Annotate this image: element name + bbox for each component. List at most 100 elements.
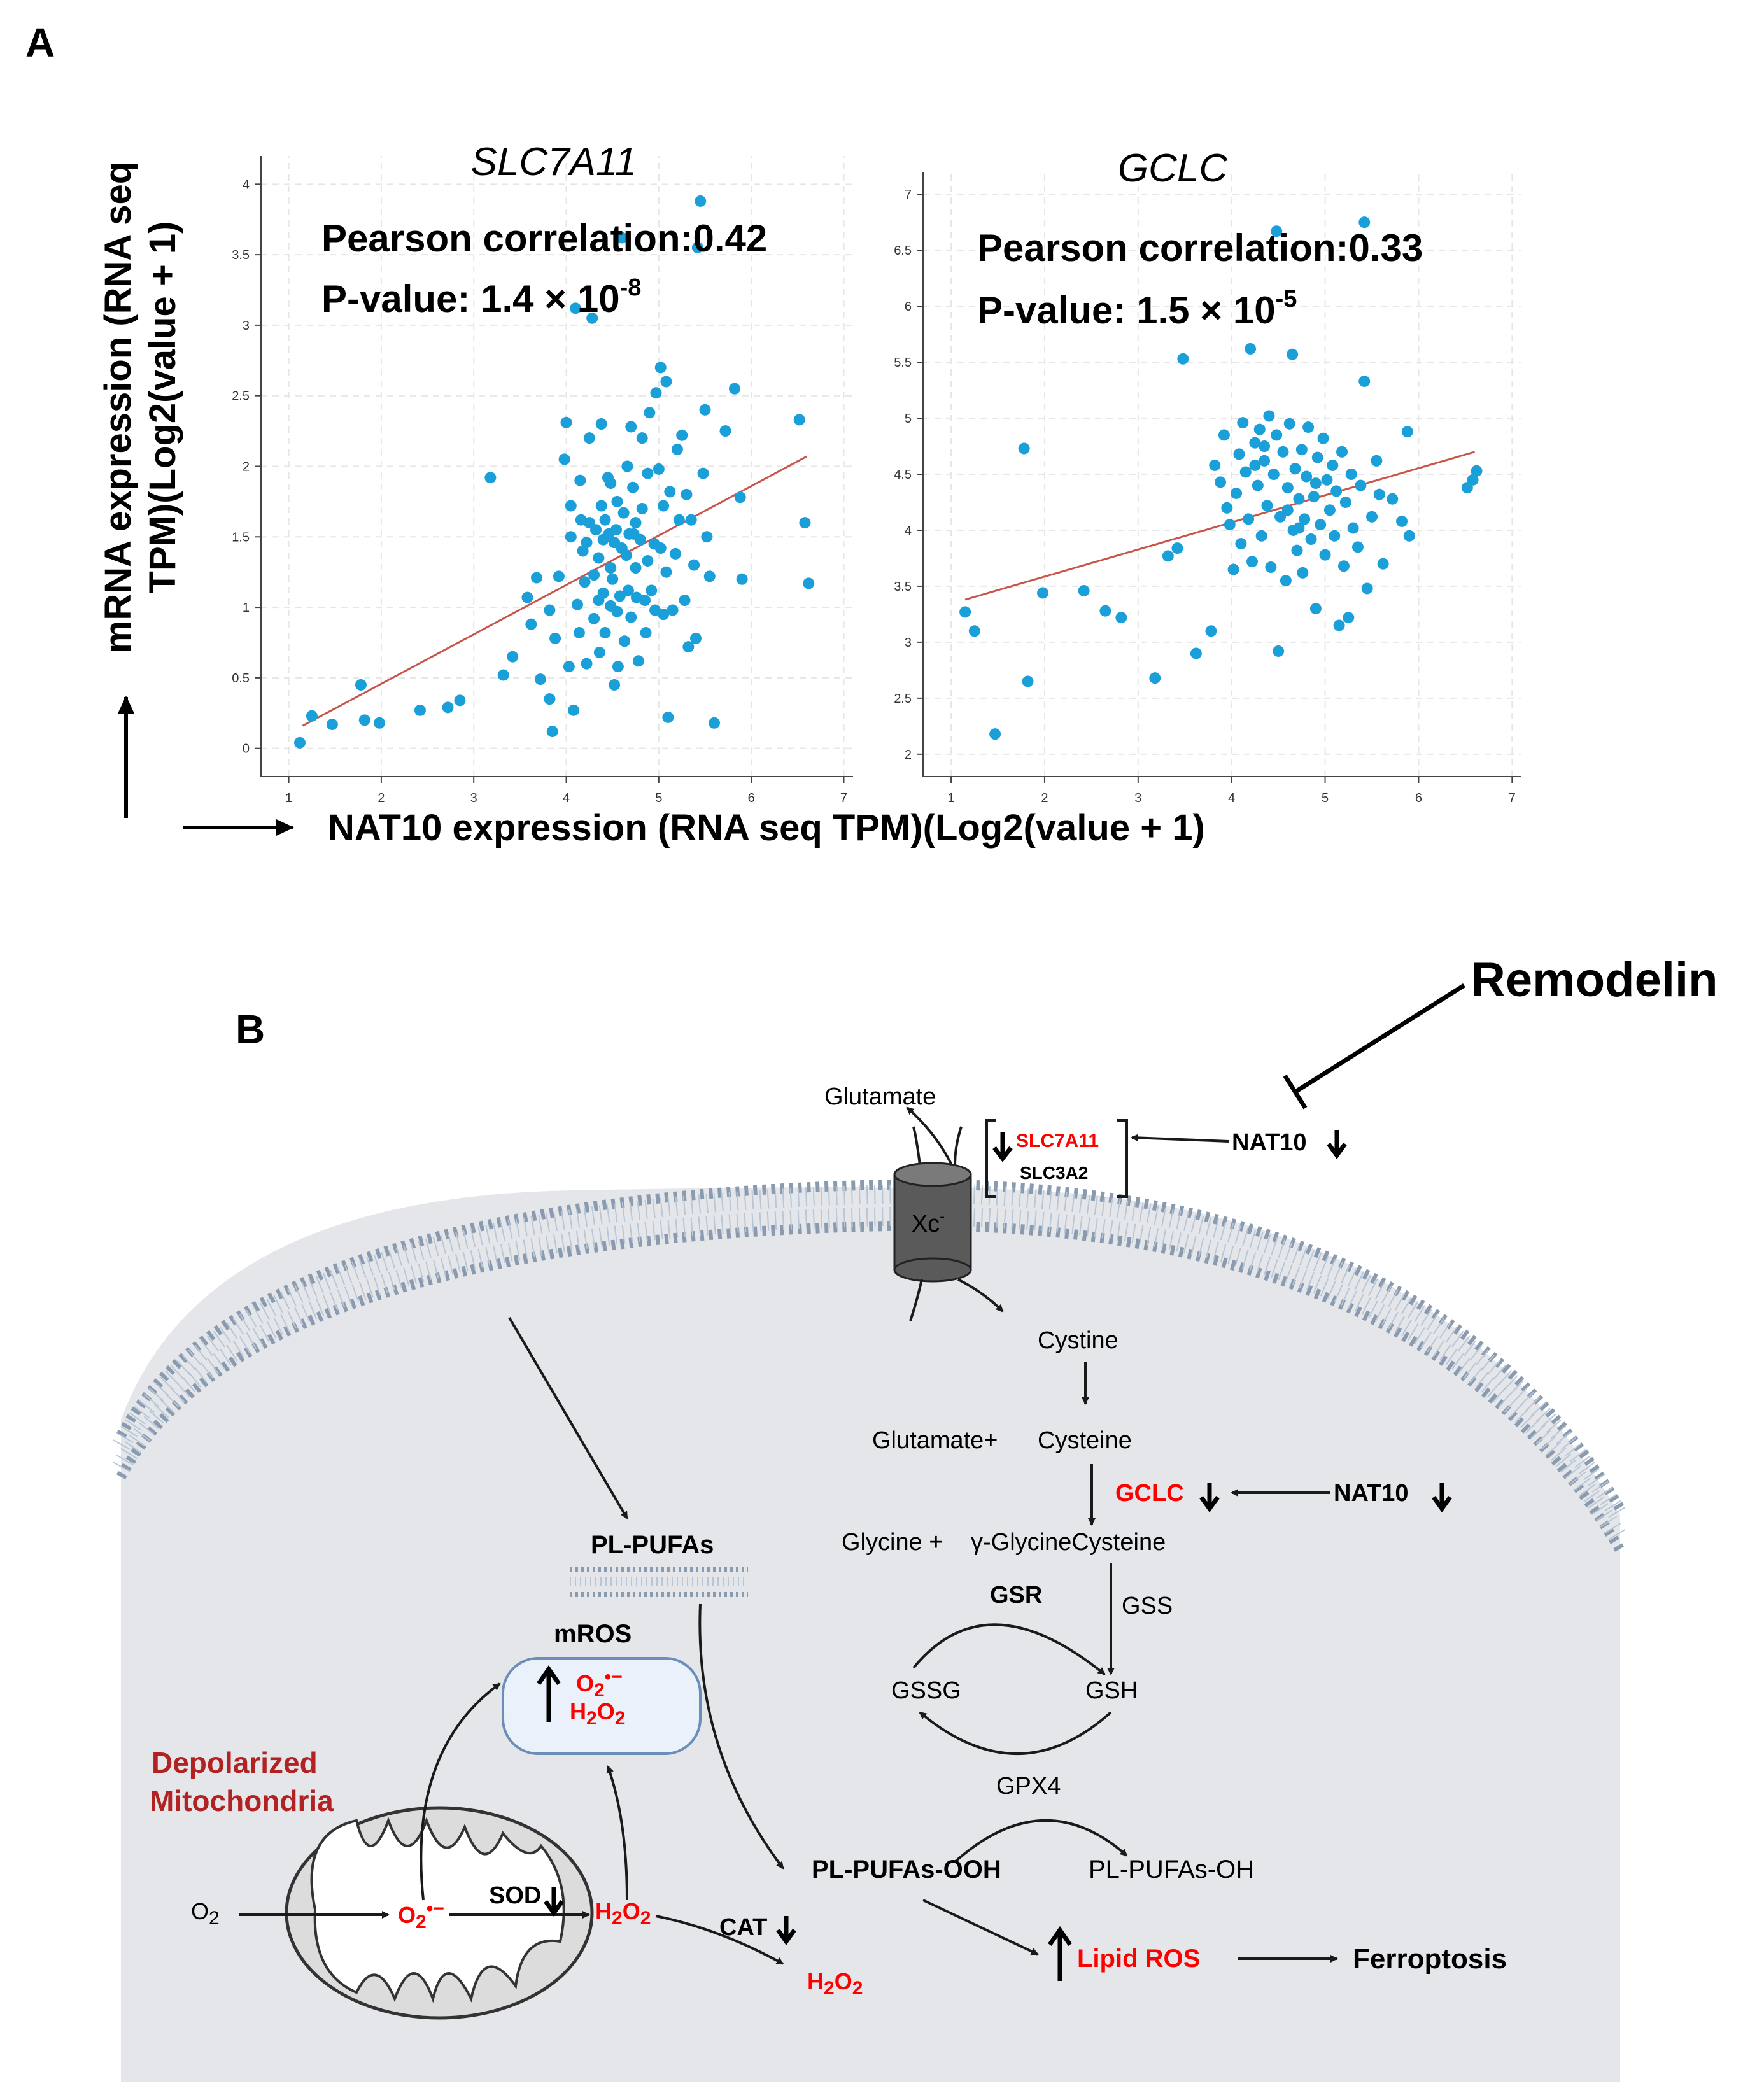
- x-tick-label: 6: [748, 791, 755, 805]
- data-point: [689, 632, 702, 644]
- transporter-line: [912, 1126, 921, 1166]
- data-point: [553, 570, 565, 582]
- panel-a-letter: A: [25, 20, 55, 66]
- data-point: [1358, 216, 1371, 229]
- data-point: [1351, 541, 1364, 553]
- data-point: [583, 432, 595, 444]
- data-point: [699, 404, 711, 416]
- data-point: [1317, 432, 1329, 444]
- data-point: [639, 595, 651, 607]
- data-point: [1345, 469, 1357, 480]
- data-point: [1358, 375, 1371, 387]
- data-point: [565, 500, 577, 512]
- data-point: [691, 242, 703, 254]
- data-point: [1330, 485, 1343, 497]
- nat10-top-label: NAT10: [1232, 1129, 1307, 1156]
- data-point: [1099, 605, 1111, 617]
- y-tick-label: 1.5: [232, 530, 250, 544]
- data-point: [1283, 418, 1295, 430]
- data-point: [1355, 479, 1367, 491]
- mros-label: mROS: [554, 1620, 632, 1648]
- data-point: [1259, 455, 1271, 467]
- data-point: [1301, 470, 1313, 483]
- data-point: [625, 611, 637, 623]
- data-point: [1267, 469, 1280, 480]
- data-point: [681, 488, 693, 500]
- data-point: [667, 604, 679, 616]
- data-point: [558, 453, 570, 465]
- sod-label: SOD: [489, 1882, 541, 1909]
- data-point: [620, 549, 632, 561]
- x-tick-label: 5: [655, 791, 662, 805]
- data-point: [644, 407, 656, 419]
- x-axis-label: NAT10 expression (RNA seq TPM)(Log2(valu…: [328, 807, 1205, 849]
- data-point: [1308, 491, 1320, 503]
- data-point: [1403, 530, 1415, 542]
- data-point: [671, 443, 683, 455]
- data-point: [616, 232, 628, 244]
- y-tick-label: 4.5: [894, 468, 912, 482]
- data-point: [688, 559, 700, 571]
- data-point: [1327, 459, 1339, 471]
- x-tick-label: 7: [840, 791, 847, 805]
- data-point: [579, 576, 591, 588]
- pl-pufas-ooh-label: PL-PUFAs-OOH: [812, 1856, 1001, 1884]
- gridlines: [261, 156, 853, 777]
- data-point: [565, 531, 577, 543]
- data-point: [1259, 440, 1271, 453]
- data-point: [654, 362, 667, 374]
- data-point: [560, 416, 572, 428]
- h2o2-label-mros: H2O2: [570, 1698, 626, 1730]
- data-point: [654, 542, 667, 554]
- data-point: [1289, 463, 1301, 475]
- data-point: [734, 491, 746, 504]
- data-point: [1287, 348, 1299, 360]
- xc-transporter-bottom: [893, 1257, 972, 1283]
- data-point: [599, 626, 611, 638]
- data-point: [682, 641, 695, 653]
- data-point: [1209, 459, 1221, 471]
- data-point: [605, 477, 617, 490]
- data-point: [703, 570, 716, 582]
- data-point: [614, 590, 626, 602]
- data-point: [719, 425, 731, 437]
- data-point: [658, 609, 670, 621]
- data-point: [793, 414, 805, 426]
- gclc-label: GCLC: [1115, 1480, 1184, 1507]
- up-arrow-lipid-ros: [1048, 1926, 1072, 1981]
- data-point: [525, 618, 537, 630]
- data-point: [1274, 511, 1287, 523]
- remodelin-inhibition-line: [1283, 983, 1465, 1110]
- data-point: [664, 486, 676, 498]
- membrane-outer: [116, 1178, 1625, 1512]
- data-point: [531, 572, 543, 584]
- data-point: [695, 195, 707, 207]
- superoxide-label-mito: O2•−: [398, 1898, 444, 1933]
- data-point: [679, 595, 691, 607]
- data-point: [549, 632, 561, 644]
- remodelin-label: Remodelin: [1471, 953, 1718, 1007]
- transporter-line: [909, 1279, 923, 1321]
- data-point: [1309, 603, 1322, 615]
- data-point: [1373, 488, 1385, 500]
- y-tick-label: 0: [243, 742, 250, 756]
- data-point: [1280, 575, 1292, 587]
- data-point: [1237, 417, 1249, 429]
- data-point: [374, 717, 385, 729]
- data-point: [586, 312, 598, 324]
- glutamate-export-arrow: [906, 1106, 953, 1166]
- data-point: [736, 573, 748, 585]
- fit-line: [302, 455, 808, 727]
- x-tick-label: 4: [1228, 791, 1235, 805]
- glutamate-plus-label: Glutamate+: [872, 1427, 998, 1454]
- mitochondrion-inner: [310, 1817, 565, 2003]
- data-point: [959, 606, 971, 618]
- pearson-annotation: Pearson correlation:0.42: [321, 217, 767, 260]
- axes: [255, 156, 853, 783]
- data-point: [568, 704, 580, 716]
- data-point: [1295, 444, 1308, 456]
- data-point: [1235, 538, 1247, 550]
- plpufas-to-ooh-arrow: [698, 1603, 784, 1870]
